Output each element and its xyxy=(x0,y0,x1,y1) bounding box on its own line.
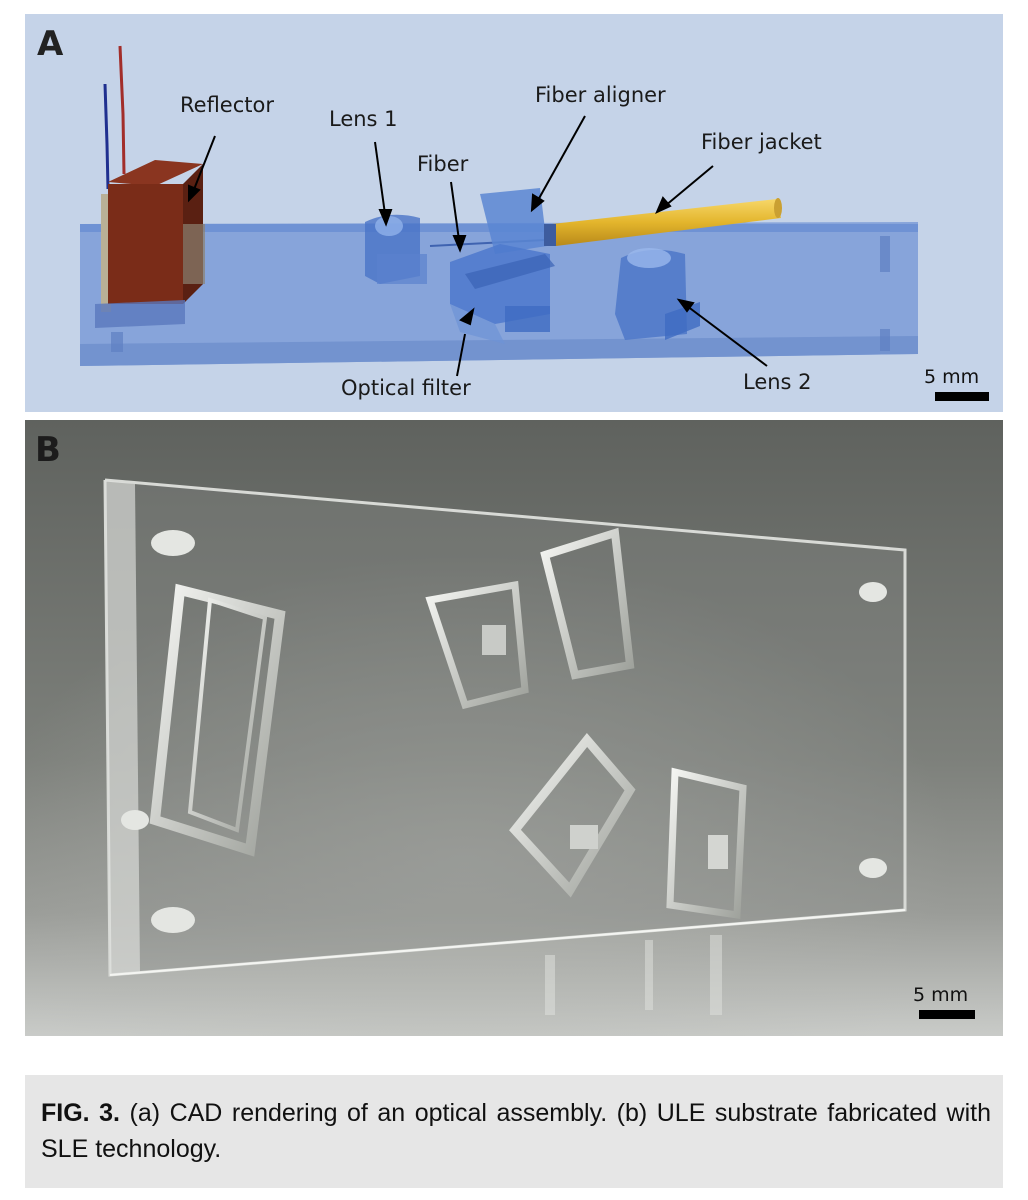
callout-leader-lines xyxy=(188,115,768,377)
caption-text: FIG. 3. (a) CAD rendering of an optical … xyxy=(41,1095,991,1167)
panel-b-photograph: B 5 mm xyxy=(25,420,1003,1036)
lens-mount-1 xyxy=(425,580,529,710)
label-reflector: Reflector xyxy=(180,93,274,117)
cad-rendering-graphic xyxy=(80,45,918,377)
panel-b-letter: B xyxy=(35,430,61,470)
panel-a-scale-label: 5 mm xyxy=(924,366,980,388)
panel-a-letter: A xyxy=(37,24,64,64)
panel-a-scale-bar xyxy=(935,392,989,401)
label-fiber: Fiber xyxy=(417,152,469,176)
filter-frame xyxy=(540,527,635,680)
reflector-wires xyxy=(101,45,126,312)
figure-caption: FIG. 3. (a) CAD rendering of an optical … xyxy=(25,1075,1003,1188)
panel-b-scale-label: 5 mm xyxy=(913,984,969,1006)
fiber-aligner-shape xyxy=(450,188,555,344)
panel-a-cad-rendering: A Reflector Lens 1 Fiber Fiber aligner F… xyxy=(25,14,1003,412)
glass-plate xyxy=(103,478,907,977)
lens1-shape xyxy=(365,214,427,284)
fiber-jacket-shape xyxy=(544,198,782,246)
label-optical-filter: Optical filter xyxy=(341,376,471,400)
label-fiber-aligner: Fiber aligner xyxy=(535,83,666,107)
lens2-shape xyxy=(615,248,700,340)
label-fiber-jacket: Fiber jacket xyxy=(701,130,822,154)
panel-b-scale-bar xyxy=(919,1010,975,1019)
substrate-photo-graphic xyxy=(25,420,1003,1036)
large-glass-frame xyxy=(149,583,286,857)
rotated-glass-frame xyxy=(509,732,636,898)
alignment-pegs xyxy=(121,530,887,933)
caption-body: (a) CAD rendering of an optical assembly… xyxy=(41,1099,992,1163)
lens-mount-2 xyxy=(666,767,747,920)
label-lens2: Lens 2 xyxy=(743,370,812,394)
label-lens1: Lens 1 xyxy=(329,107,398,131)
table-reflections xyxy=(545,935,722,1015)
caption-label: FIG. 3. xyxy=(41,1099,120,1127)
